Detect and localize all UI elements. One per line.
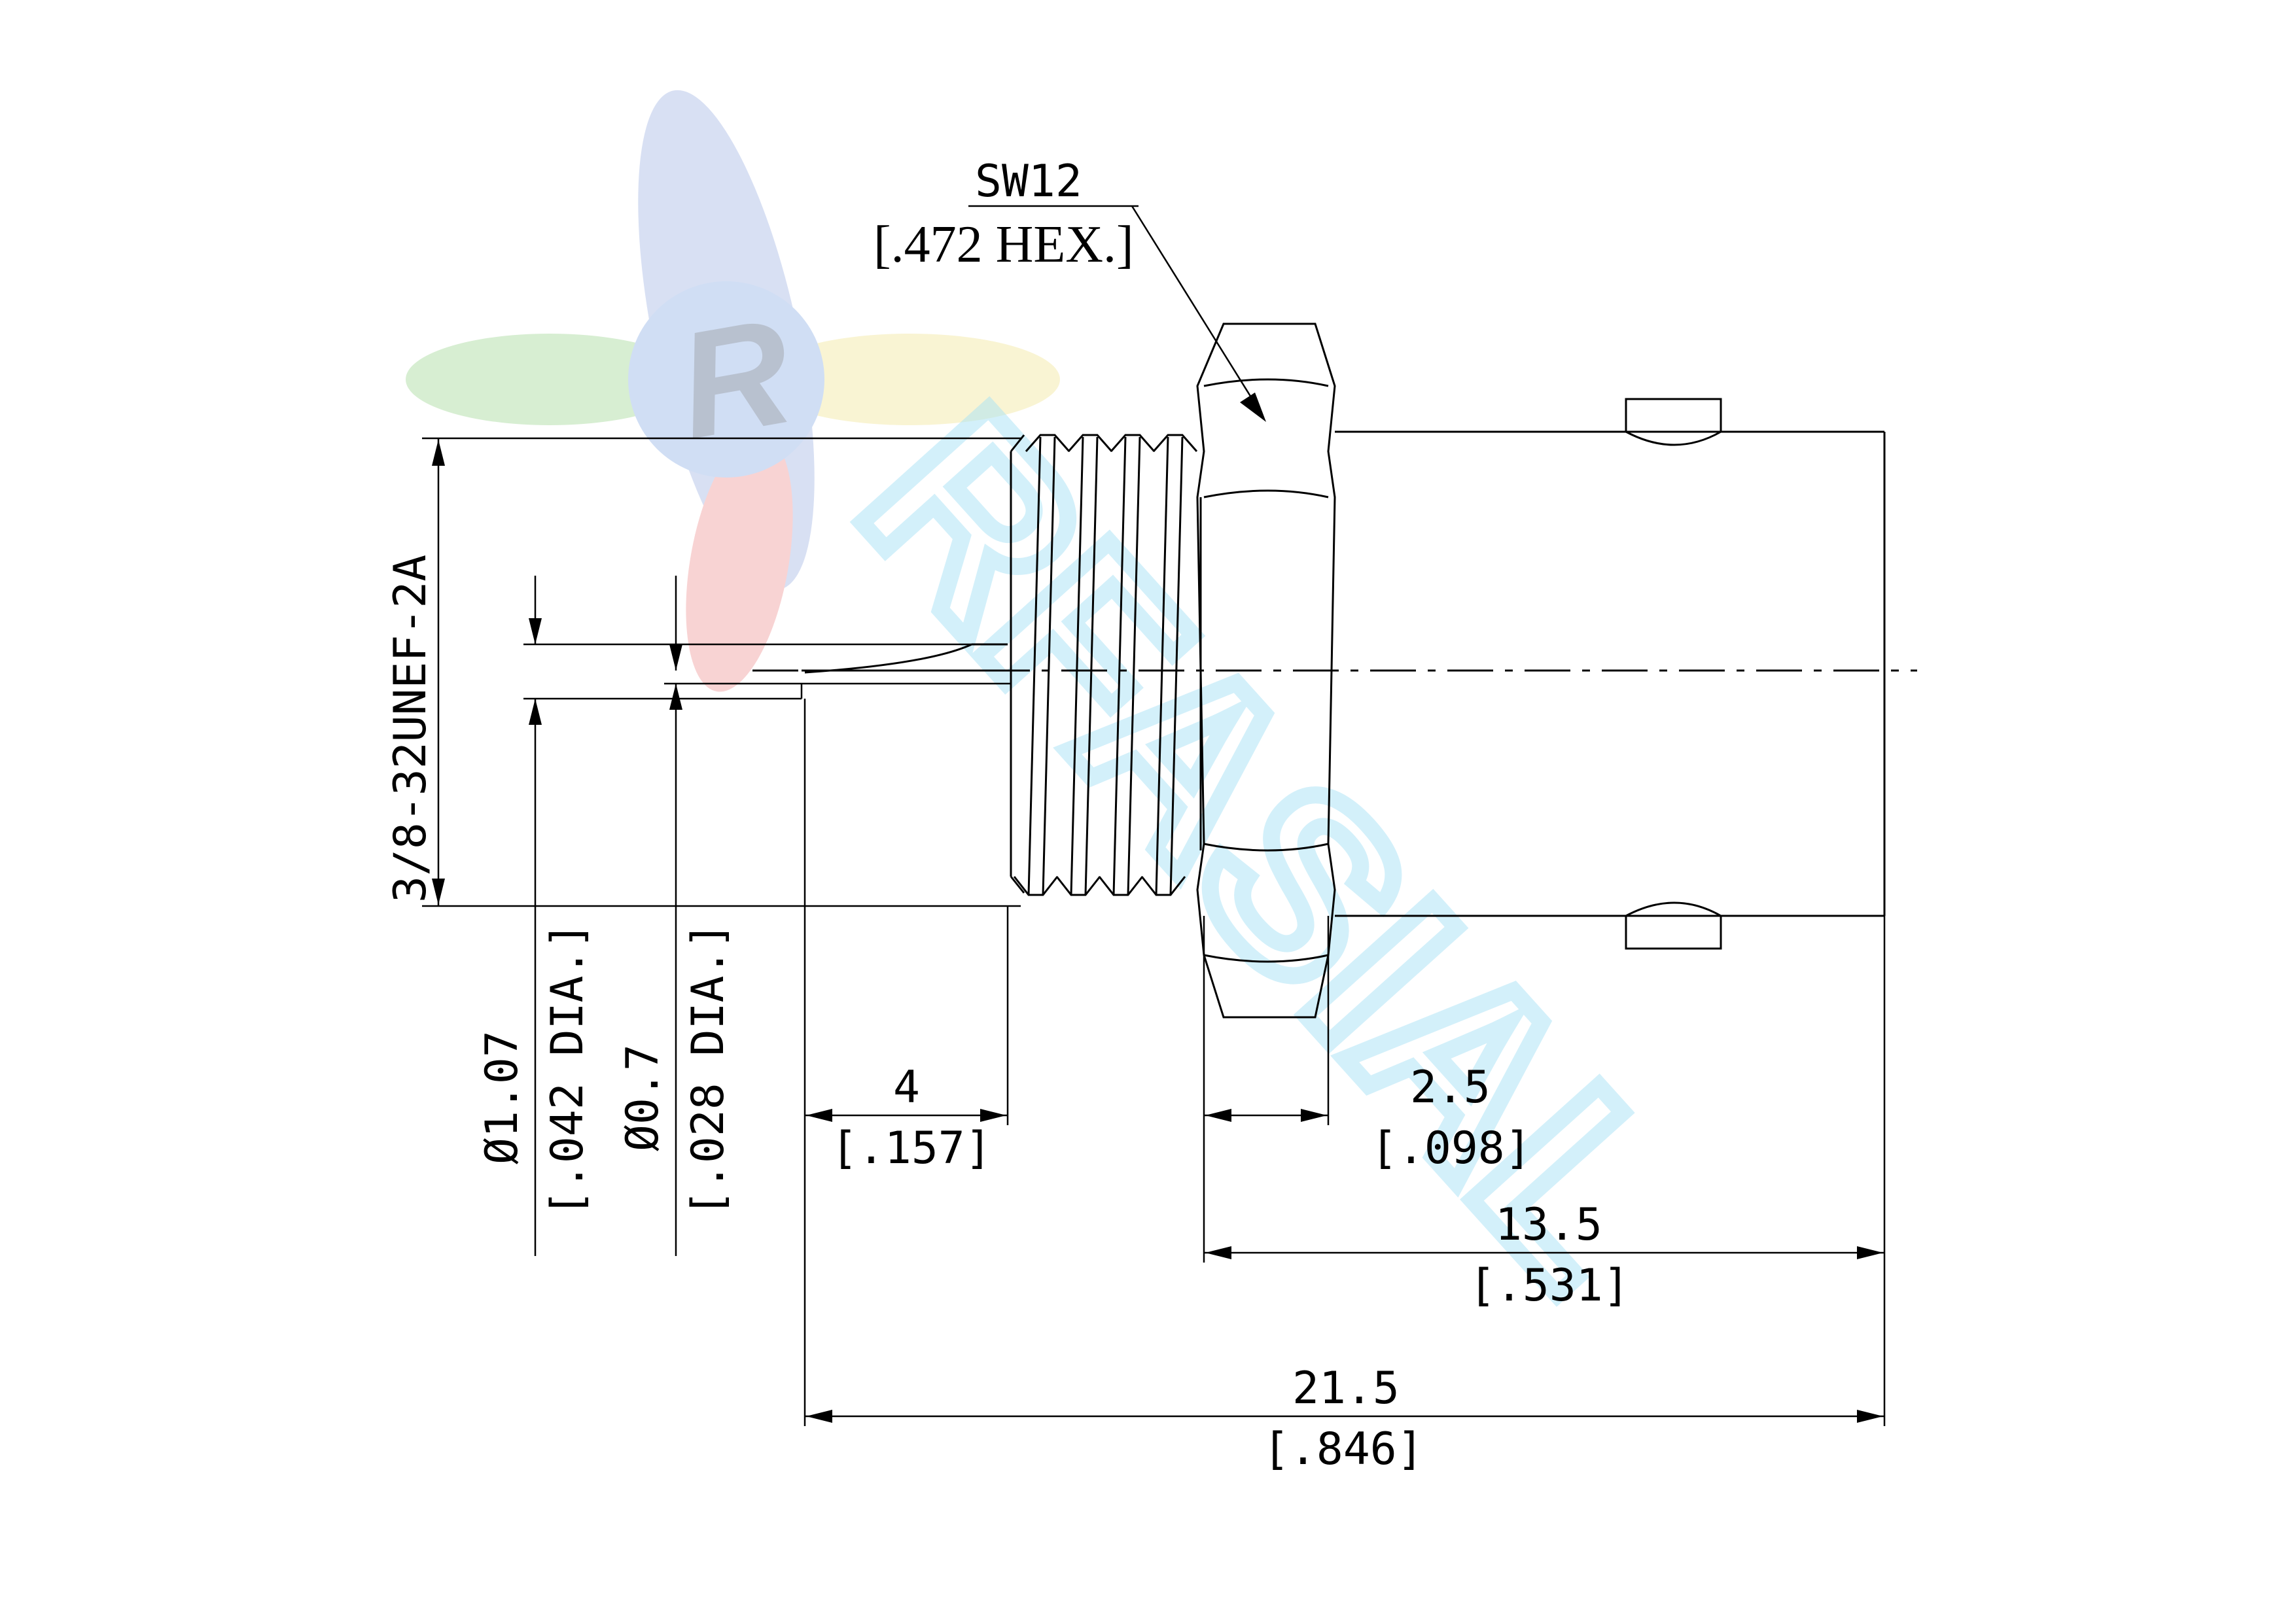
thread-tooth-top bbox=[1025, 434, 1070, 452]
watermark-sphere bbox=[628, 281, 824, 478]
hex-nut bbox=[1196, 323, 1336, 1019]
dim-thread-length-inch: [.157] bbox=[831, 1123, 992, 1174]
dia-2-inch: [.028 DIA.] bbox=[682, 922, 734, 1217]
thread-crest-line bbox=[1042, 436, 1056, 896]
hex-inch-label: [.472 HEX.] bbox=[874, 216, 1134, 273]
dia-2-value: Ø0.7 bbox=[617, 1044, 669, 1151]
watermark-ring-green bbox=[406, 334, 694, 425]
threaded-section bbox=[1010, 434, 1202, 896]
dia-1-inch: [.042 DIA.] bbox=[542, 922, 593, 1217]
thread-dimension: 3/8-32UNEF-2A bbox=[385, 437, 1021, 907]
dim-overall-length-value: 21.5 bbox=[1292, 1363, 1400, 1414]
pin-diameter-dimensions: Ø1.07 [.042 DIA.] Ø0.7 [.028 DIA.] bbox=[476, 576, 972, 1256]
dim-hex-width-value: 2.5 bbox=[1410, 1062, 1491, 1113]
thread-crest-line bbox=[1127, 436, 1141, 896]
thread-tooth-top bbox=[1152, 434, 1198, 452]
dim-body-length-inch: [.531] bbox=[1469, 1260, 1630, 1312]
length-dimensions: 4 [.157] 2.5 [.098] 13.5 [.531] 21.5 [.8… bbox=[804, 699, 1886, 1475]
watermark-text: RFASIAL bbox=[803, 351, 1739, 1344]
thread-spec-label: 3/8-32UNEF-2A bbox=[385, 555, 436, 903]
thread-crest-line bbox=[1070, 436, 1084, 896]
hex-size-label: SW12 bbox=[975, 156, 1082, 207]
thread-tooth-top bbox=[1110, 434, 1156, 452]
watermark-logo: R bbox=[406, 90, 1060, 692]
watermark-ring-red bbox=[686, 433, 793, 692]
connector-body bbox=[1335, 398, 1886, 950]
thread-tooth-bottom bbox=[1055, 876, 1101, 896]
dia-1-value: Ø1.07 bbox=[476, 1030, 528, 1164]
thread-tooth-bottom bbox=[1098, 876, 1144, 896]
dim-thread-length-value: 4 bbox=[893, 1062, 920, 1113]
thread-tooth-top bbox=[1067, 434, 1113, 452]
dim-body-length-value: 13.5 bbox=[1495, 1199, 1602, 1251]
thread-tooth-bottom bbox=[1140, 876, 1186, 896]
dim-hex-width-inch: [.098] bbox=[1371, 1123, 1532, 1174]
svg-text:RFASIAL: RFASIAL bbox=[811, 360, 1730, 1336]
thread-crest-line bbox=[1084, 436, 1099, 896]
thread-crest-line bbox=[1169, 436, 1184, 896]
thread-crest-line bbox=[1027, 436, 1042, 896]
hex-callout: SW12 [.472 HEX.] bbox=[874, 156, 1266, 422]
thread-crest-line bbox=[1112, 436, 1127, 896]
dim-overall-length-inch: [.846] bbox=[1263, 1423, 1424, 1475]
contact-pin bbox=[800, 643, 1011, 699]
thread-crest-line bbox=[1155, 436, 1169, 896]
watermark-ring-yellow bbox=[759, 334, 1060, 425]
thread-tooth-bottom bbox=[1013, 876, 1059, 896]
